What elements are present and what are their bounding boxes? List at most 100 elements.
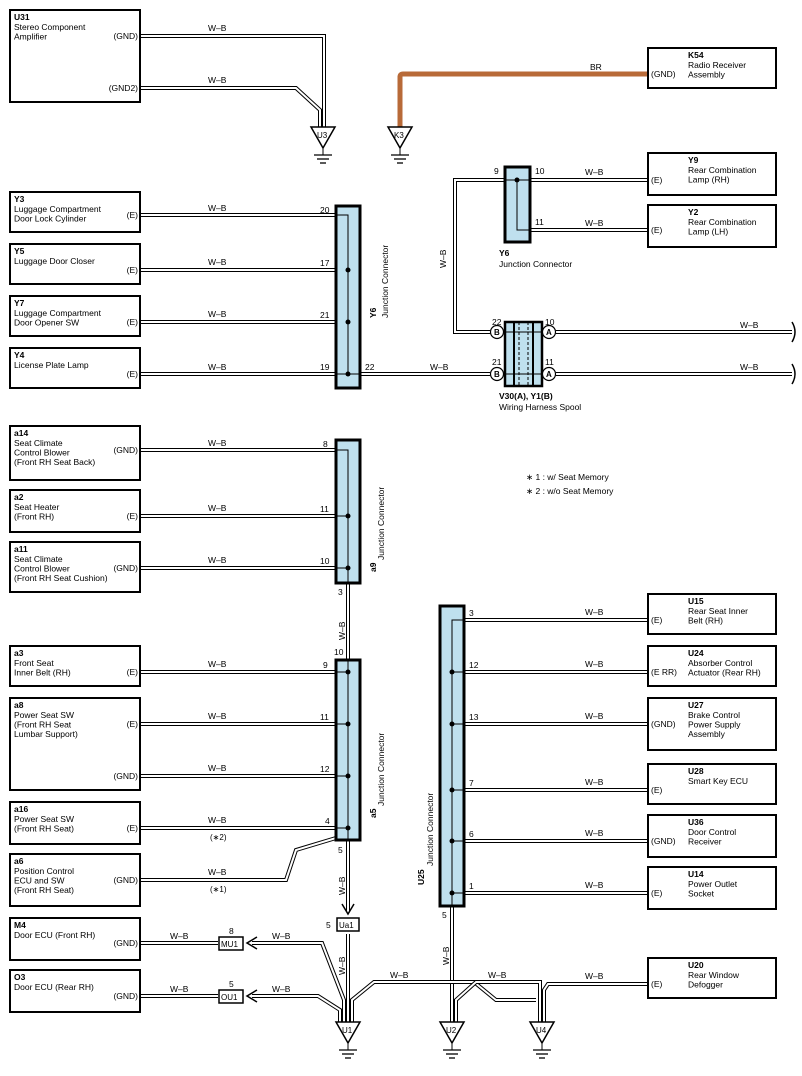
svg-text:9: 9	[323, 660, 328, 670]
component-code: Y2	[688, 207, 699, 217]
component-box	[647, 957, 777, 999]
pin-label: (GND)	[113, 938, 138, 948]
pin-label: (E)	[127, 511, 139, 521]
component-name: Luggage Compartment	[14, 204, 102, 214]
junction-connector-y6-top: Y6 Junction Connector 9 10 11	[494, 165, 572, 269]
svg-text:V30(A), Y1(B): V30(A), Y1(B)	[499, 391, 553, 401]
component-code: Y9	[688, 155, 699, 165]
component-name: Power Seat SW	[14, 814, 74, 824]
component-box	[647, 763, 777, 805]
component-name: Inner Belt (RH)	[14, 668, 71, 678]
svg-text:8: 8	[229, 926, 234, 936]
svg-text:Junction Connector: Junction Connector	[376, 733, 386, 806]
component-name: Seat Heater	[14, 502, 60, 512]
svg-text:21: 21	[492, 357, 502, 367]
component-name: Door Opener SW	[14, 318, 79, 328]
ground-u3: U3	[309, 126, 337, 164]
svg-text:11: 11	[320, 504, 329, 514]
component-box	[9, 697, 141, 791]
junction-connector-u25: U25 Junction Connector 3 12 13 7 6 1 5	[416, 604, 479, 920]
svg-text:a9: a9	[368, 562, 378, 572]
wire-color-label: W–B	[208, 309, 227, 319]
pin-label: (E)	[127, 667, 139, 677]
wire-color-label: W–B	[208, 75, 227, 85]
component-box	[647, 645, 777, 687]
svg-text:Junction Connector: Junction Connector	[376, 487, 386, 560]
br-wire-k54	[397, 71, 648, 127]
wire-color-label: W–B	[170, 931, 189, 941]
pin-label: (E)	[651, 225, 663, 235]
ground-k3: K3	[386, 126, 414, 164]
pin-label: (GND)	[113, 563, 138, 573]
component-name: Door ECU (Rear RH)	[14, 982, 94, 992]
svg-text:10: 10	[545, 317, 555, 327]
svg-text:(∗1): (∗1)	[210, 885, 227, 894]
svg-text:MU1: MU1	[221, 940, 238, 949]
component-box	[9, 801, 141, 845]
component-name: Brake Control	[688, 710, 740, 720]
svg-text:U2: U2	[446, 1026, 457, 1035]
component-code: U36	[688, 817, 704, 827]
wire-color-label: W–B	[272, 984, 291, 994]
component-box	[9, 489, 141, 533]
component-name: (Front RH Seat Back)	[14, 457, 95, 467]
svg-text:10: 10	[535, 166, 545, 176]
wire-color-label: W–B	[170, 984, 189, 994]
pin-label: (E)	[127, 369, 139, 379]
component-box	[9, 541, 141, 593]
wire-color-label: W–B	[337, 621, 347, 640]
svg-text:6: 6	[469, 829, 474, 839]
component-name: (Front RH Seat	[14, 720, 72, 730]
wire-labels: W–B W–B W–B W–B W–B W–B W–B W–B W–B W–B W–B W–B W–B W…	[170, 23, 759, 994]
component-name: Lamp (LH)	[688, 227, 728, 237]
wire-color-label: W–B	[272, 931, 291, 941]
wire-color-label: W–B	[488, 970, 507, 980]
svg-text:4: 4	[325, 816, 330, 826]
wiring-harness-spool: B B A A 22 21 10 11 V30(A), Y1(B) Wiring…	[489, 317, 796, 412]
jc-name: Junction Connector	[380, 245, 390, 318]
wire-color-label: W–B	[337, 956, 347, 975]
component-code: a6	[14, 856, 24, 866]
svg-text:Y6: Y6	[499, 248, 510, 258]
pin-label: (GND2)	[109, 83, 138, 93]
svg-text:Wiring Harness Spool: Wiring Harness Spool	[499, 402, 581, 412]
component-name: Absorber Control	[688, 658, 752, 668]
component-box	[9, 969, 141, 1013]
svg-text:11: 11	[545, 357, 554, 367]
component-name: Lamp (RH)	[688, 175, 730, 185]
component-name: Position Control	[14, 866, 74, 876]
wire-color-label: W–B	[208, 867, 227, 877]
component-code: U28	[688, 766, 704, 776]
wire-color-label: W–B	[208, 815, 227, 825]
component-box	[647, 866, 777, 910]
component-name: Lumbar Support)	[14, 729, 78, 739]
component-code: O3	[14, 972, 26, 982]
svg-text:10: 10	[334, 647, 344, 657]
component-code: U14	[688, 869, 704, 879]
svg-text:B: B	[494, 370, 500, 379]
wire-color-label: W–B	[438, 249, 448, 268]
component-name: Rear Seat Inner	[688, 606, 748, 616]
component-name: Receiver	[688, 837, 722, 847]
wire-color-label: W–B	[585, 828, 604, 838]
pin-label: (E RR)	[651, 667, 677, 677]
component-box	[647, 814, 777, 858]
junction-connector-a5: a5 Junction Connector 10 9 11 12 4 5	[320, 647, 386, 855]
component-code: a14	[14, 428, 28, 438]
component-box	[9, 853, 141, 907]
pin-label: (E)	[127, 210, 139, 220]
pin-label: (GND)	[651, 719, 676, 729]
component-code: M4	[14, 920, 26, 930]
svg-text:12: 12	[469, 660, 479, 670]
component-code: U20	[688, 960, 704, 970]
component-name: Power Seat SW	[14, 710, 74, 720]
component-code: U31	[14, 12, 30, 22]
